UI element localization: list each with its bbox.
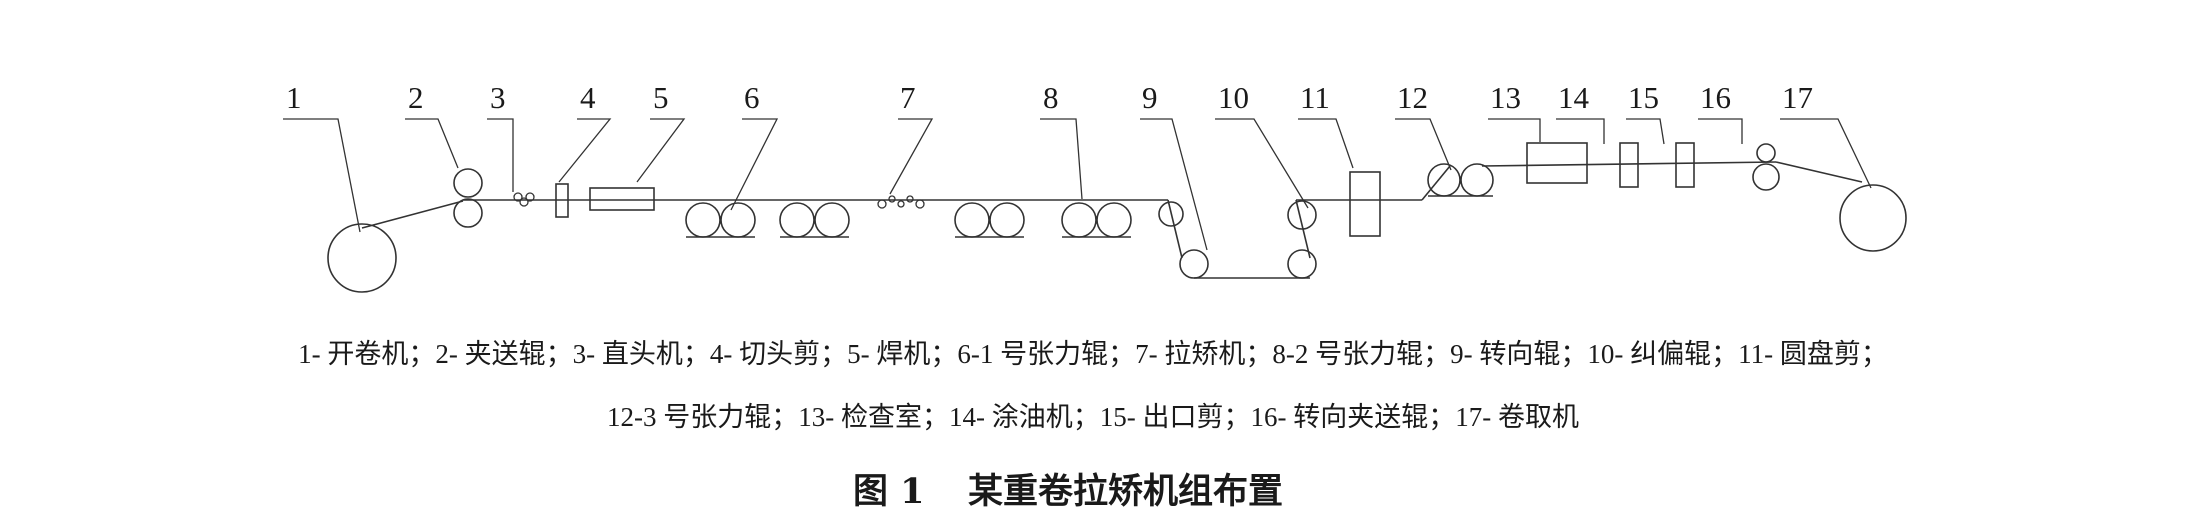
crop-shear — [555, 183, 569, 218]
tension-leveler — [877, 195, 925, 209]
tension-roll-2 — [954, 202, 1132, 238]
exit-shear — [1675, 142, 1695, 188]
strip-path — [361, 161, 1863, 279]
legend-line-1: 1- 开卷机；2- 夹送辊；3- 直头机；4- 切头剪；5- 焊机；6-1 号张… — [298, 339, 1888, 369]
label-2: 2 — [408, 80, 424, 115]
inspection-room — [1526, 142, 1588, 184]
label-7: 7 — [900, 80, 916, 115]
label-17: 17 — [1782, 80, 1813, 115]
label-15: 15 — [1628, 80, 1659, 115]
straightener — [513, 192, 535, 207]
legend-line-2: 12-3 号张力辊；13- 检查室；14- 涂油机；15- 出口剪；16- 转向… — [607, 402, 1579, 432]
oiler — [1619, 142, 1639, 188]
deflector-pinch-roll — [1752, 143, 1780, 191]
tension-roll-1 — [685, 202, 850, 238]
label-6: 6 — [744, 80, 760, 115]
figure-title: 某重卷拉矫机组布置 — [968, 471, 1283, 512]
label-10: 10 — [1218, 80, 1249, 115]
side-trimmer — [1349, 171, 1381, 237]
recoiler — [1839, 184, 1907, 252]
pinch-roll — [453, 168, 483, 228]
figure-caption: 图 1 某重卷拉矫机组布置 — [853, 471, 1283, 512]
label-12: 12 — [1397, 80, 1428, 115]
label-8: 8 — [1043, 80, 1059, 115]
label-4: 4 — [580, 80, 596, 115]
label-14: 14 — [1558, 80, 1590, 115]
equipment-numbers: 1 2 3 4 5 6 7 8 9 10 11 12 13 14 15 16 1… — [286, 80, 1813, 115]
label-13: 13 — [1490, 80, 1521, 115]
label-11: 11 — [1300, 80, 1330, 115]
figure-number: 图 1 — [853, 471, 925, 512]
label-3: 3 — [490, 80, 506, 115]
deflector-rolls — [1158, 201, 1317, 279]
label-9: 9 — [1142, 80, 1158, 115]
welder — [589, 187, 655, 211]
tension-roll-3 — [1427, 163, 1494, 197]
leader-lines — [283, 118, 1872, 251]
uncoiler — [327, 223, 397, 293]
label-16: 16 — [1700, 80, 1731, 115]
steering-roll — [1287, 200, 1317, 230]
label-5: 5 — [653, 80, 669, 115]
label-1: 1 — [286, 80, 302, 115]
